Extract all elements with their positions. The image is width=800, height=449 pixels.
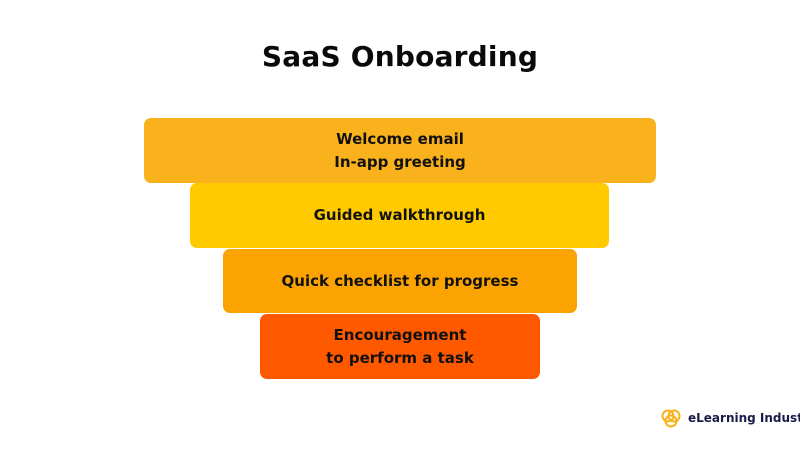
funnel-tier-3: Quick checklist for progress [223, 249, 577, 313]
diagram-title: SaaS Onboarding [261, 40, 539, 73]
interlocked-rings-icon [661, 409, 681, 428]
funnel-tier-1: Welcome email In-app greeting [144, 118, 656, 183]
funnel-tier-2: Guided walkthrough [190, 183, 609, 248]
tier-1-line-2: In-app greeting [334, 152, 466, 171]
brand-logo: eLearning Industry [660, 406, 800, 430]
tier-2-line-1: Guided walkthrough [313, 206, 486, 224]
tier-4-line-1: Encouragement [333, 325, 467, 344]
funnel-tier-4: Encouragement to perform a task [260, 314, 540, 379]
tier-4-line-2: to perform a task [326, 348, 474, 367]
tier-3-line-1: Quick checklist for progress [281, 271, 519, 290]
tier-1-line-1: Welcome email [336, 129, 464, 148]
brand-name: eLearning Industry [688, 411, 800, 425]
